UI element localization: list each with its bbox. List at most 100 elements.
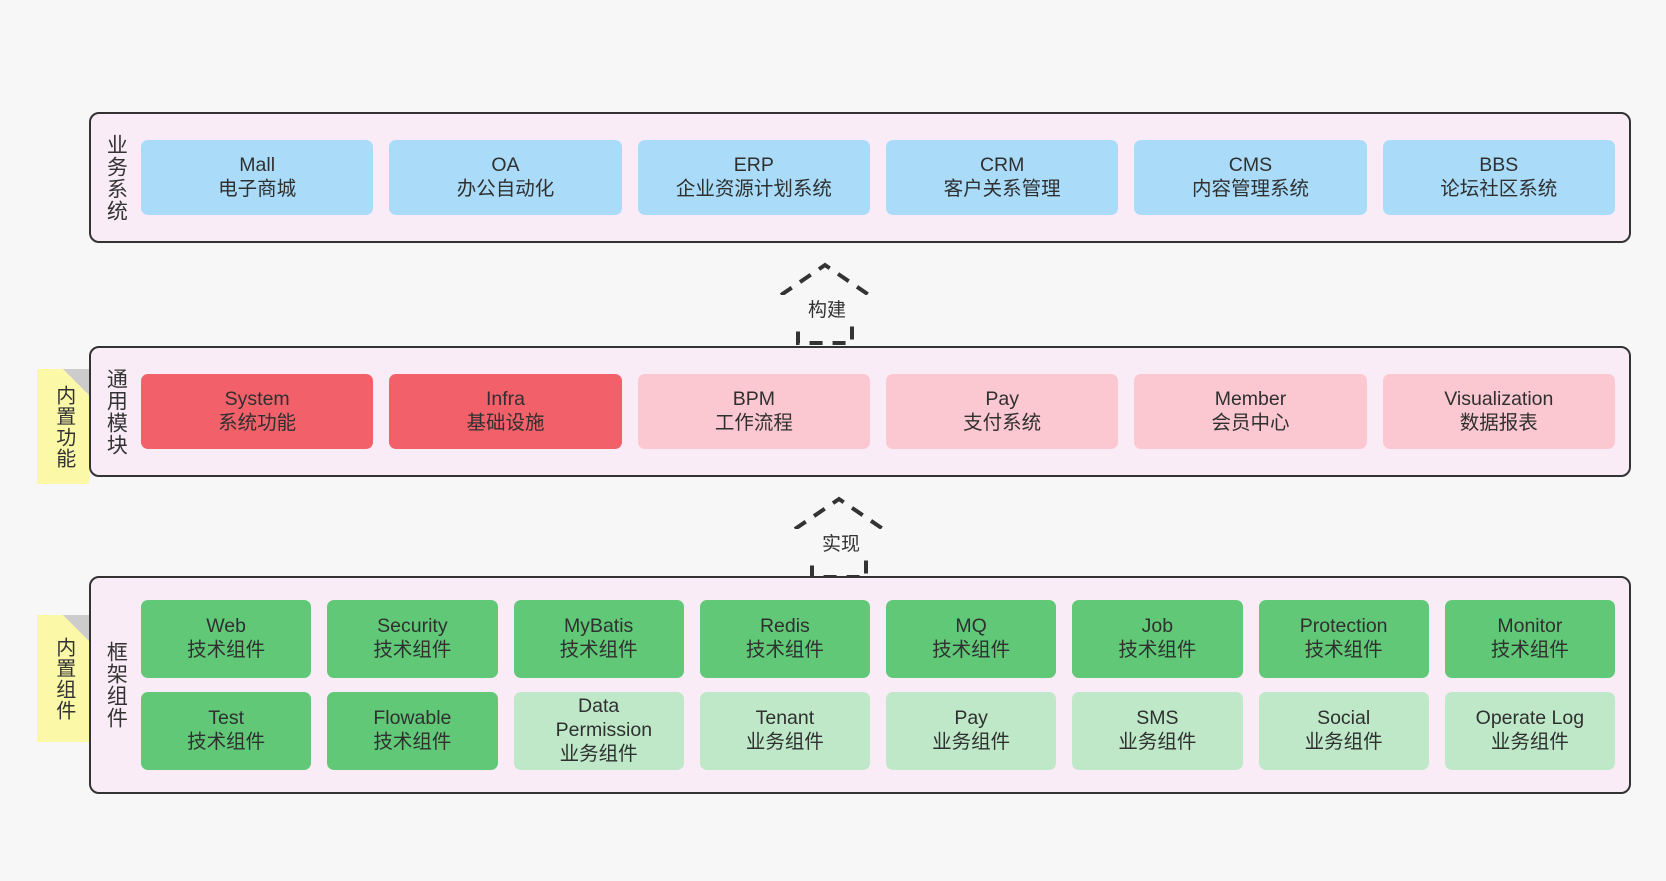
module-subtitle: 会员中心 <box>1211 411 1290 434</box>
component-tenant[interactable]: Tenant 业务组件 <box>699 692 870 770</box>
row: System 系统功能 Infra 基础设施 BPM 工作流程 Pay 支付系统… <box>141 374 1615 449</box>
component-title: MyBatis <box>563 615 634 638</box>
component-web[interactable]: Web 技术组件 <box>141 600 312 678</box>
component-title: Job <box>1141 615 1174 638</box>
build-arrow-label: 构建 <box>752 295 902 322</box>
component-subtitle: 技术组件 <box>1118 639 1197 661</box>
module-subtitle: 客户关系管理 <box>943 177 1061 200</box>
component-title: Test <box>208 707 244 730</box>
component-subtitle: 技术组件 <box>745 639 824 661</box>
module-subtitle: 办公自动化 <box>456 177 555 200</box>
note-builtin-features: 内置功能 <box>37 369 89 484</box>
component-subtitle: 技术组件 <box>932 639 1011 661</box>
layer-framework-components: 框架组件 Web 技术组件 Security 技术组件 MyBatis 技术组件… <box>89 576 1631 794</box>
component-subtitle: 业务组件 <box>932 731 1011 753</box>
component-title: Tenant <box>755 707 815 730</box>
module-title: BBS <box>1479 153 1519 176</box>
component-subtitle: 业务组件 <box>1490 731 1569 753</box>
module-crm[interactable]: CRM 客户关系管理 <box>885 140 1119 215</box>
component-operate-log[interactable]: Operate Log 业务组件 <box>1444 692 1615 770</box>
component-title: Social <box>1317 707 1371 730</box>
layer-body-business-systems: Mall 电子商城 OA 办公自动化 ERP 企业资源计划系统 CRM 客户关系… <box>135 114 1629 241</box>
module-member[interactable]: Member 会员中心 <box>1134 374 1367 449</box>
row: Mall 电子商城 OA 办公自动化 ERP 企业资源计划系统 CRM 客户关系… <box>141 140 1615 215</box>
note-label: 内置组件 <box>52 636 75 721</box>
component-title: Monitor <box>1497 615 1563 638</box>
component-security[interactable]: Security 技术组件 <box>327 600 498 678</box>
module-subtitle: 数据报表 <box>1459 411 1538 434</box>
module-visualization[interactable]: Visualization 数据报表 <box>1382 374 1615 449</box>
module-bbs[interactable]: BBS 论坛社区系统 <box>1382 140 1615 215</box>
component-title: Redis <box>759 615 810 638</box>
component-subtitle: 业务组件 <box>559 742 638 765</box>
component-monitor[interactable]: Monitor 技术组件 <box>1444 600 1615 678</box>
layer-label-framework-components: 框架组件 <box>104 641 128 729</box>
module-subtitle: 内容管理系统 <box>1191 177 1309 200</box>
component-mybatis[interactable]: MyBatis 技术组件 <box>513 600 684 678</box>
module-oa[interactable]: OA 办公自动化 <box>389 140 622 215</box>
component-title: Protection <box>1299 615 1388 638</box>
note-label: 内置功能 <box>52 384 75 469</box>
component-subtitle: 技术组件 <box>1304 639 1383 661</box>
module-title: Infra <box>485 387 525 410</box>
component-subtitle: 业务组件 <box>1118 731 1197 753</box>
component-subtitle: 业务组件 <box>1304 731 1383 753</box>
component-title: SMS <box>1136 707 1179 730</box>
module-bpm[interactable]: BPM 工作流程 <box>637 374 870 449</box>
component-mq[interactable]: MQ 技术组件 <box>886 600 1057 678</box>
note-fold-corner-icon <box>63 369 89 395</box>
note-builtin-components: 内置组件 <box>37 615 89 742</box>
component-subtitle: 技术组件 <box>373 731 452 753</box>
module-system[interactable]: System 系统功能 <box>141 374 374 449</box>
module-title: CMS <box>1228 153 1273 176</box>
module-subtitle: 电子商城 <box>218 177 297 200</box>
component-title: Security <box>377 615 448 638</box>
implement-arrow: 实现 <box>766 492 916 582</box>
module-infra[interactable]: Infra 基础设施 <box>389 374 622 449</box>
note-fold-corner-icon <box>63 615 89 641</box>
module-subtitle: 工作流程 <box>714 411 793 434</box>
module-title: Pay <box>985 387 1019 410</box>
module-title: System <box>224 387 290 410</box>
component-subtitle: 技术组件 <box>187 639 266 661</box>
component-sms[interactable]: SMS 业务组件 <box>1072 692 1243 770</box>
module-subtitle: 基础设施 <box>466 411 545 434</box>
component-social[interactable]: Social 业务组件 <box>1258 692 1429 770</box>
component-subtitle: 技术组件 <box>559 639 638 661</box>
layer-common-modules: 通用模块 System 系统功能 Infra 基础设施 BPM 工作流程 Pay… <box>89 346 1631 477</box>
layer-business-systems: 业务系统 Mall 电子商城 OA 办公自动化 ERP 企业资源计划系统 CRM… <box>89 112 1631 243</box>
module-subtitle: 支付系统 <box>963 411 1042 434</box>
module-title: OA <box>491 153 520 176</box>
row: Web 技术组件 Security 技术组件 MyBatis 技术组件 Redi… <box>141 600 1615 678</box>
module-title: CRM <box>979 153 1025 176</box>
component-job[interactable]: Job 技术组件 <box>1072 600 1243 678</box>
component-title: Data Permission <box>555 695 653 742</box>
layer-label-common-modules: 通用模块 <box>104 367 128 456</box>
component-subtitle: 技术组件 <box>187 731 266 753</box>
layer-label-business-systems: 业务系统 <box>104 133 128 222</box>
component-title: Flowable <box>373 707 452 730</box>
module-title: Member <box>1214 387 1287 410</box>
module-mall[interactable]: Mall 电子商城 <box>141 140 374 215</box>
layer-body-common-modules: System 系统功能 Infra 基础设施 BPM 工作流程 Pay 支付系统… <box>135 348 1629 475</box>
module-cms[interactable]: CMS 内容管理系统 <box>1134 140 1367 215</box>
module-subtitle: 系统功能 <box>218 411 297 434</box>
build-arrow: 构建 <box>752 258 902 348</box>
module-title: Visualization <box>1444 387 1554 410</box>
component-pay[interactable]: Pay 业务组件 <box>886 692 1057 770</box>
module-erp[interactable]: ERP 企业资源计划系统 <box>637 140 870 215</box>
component-redis[interactable]: Redis 技术组件 <box>699 600 870 678</box>
component-test[interactable]: Test 技术组件 <box>141 692 312 770</box>
component-flowable[interactable]: Flowable 技术组件 <box>327 692 498 770</box>
module-subtitle: 论坛社区系统 <box>1440 177 1558 200</box>
layer-body-framework-components: Web 技术组件 Security 技术组件 MyBatis 技术组件 Redi… <box>135 578 1629 792</box>
module-subtitle: 企业资源计划系统 <box>675 177 832 200</box>
component-protection[interactable]: Protection 技术组件 <box>1258 600 1429 678</box>
module-title: Mall <box>239 153 276 176</box>
module-pay[interactable]: Pay 支付系统 <box>885 374 1119 449</box>
component-title: Pay <box>954 707 988 730</box>
module-title: BPM <box>732 387 775 410</box>
component-subtitle: 业务组件 <box>745 731 824 753</box>
component-data-permission[interactable]: Data Permission 业务组件 <box>513 692 684 770</box>
module-title: ERP <box>733 153 774 176</box>
